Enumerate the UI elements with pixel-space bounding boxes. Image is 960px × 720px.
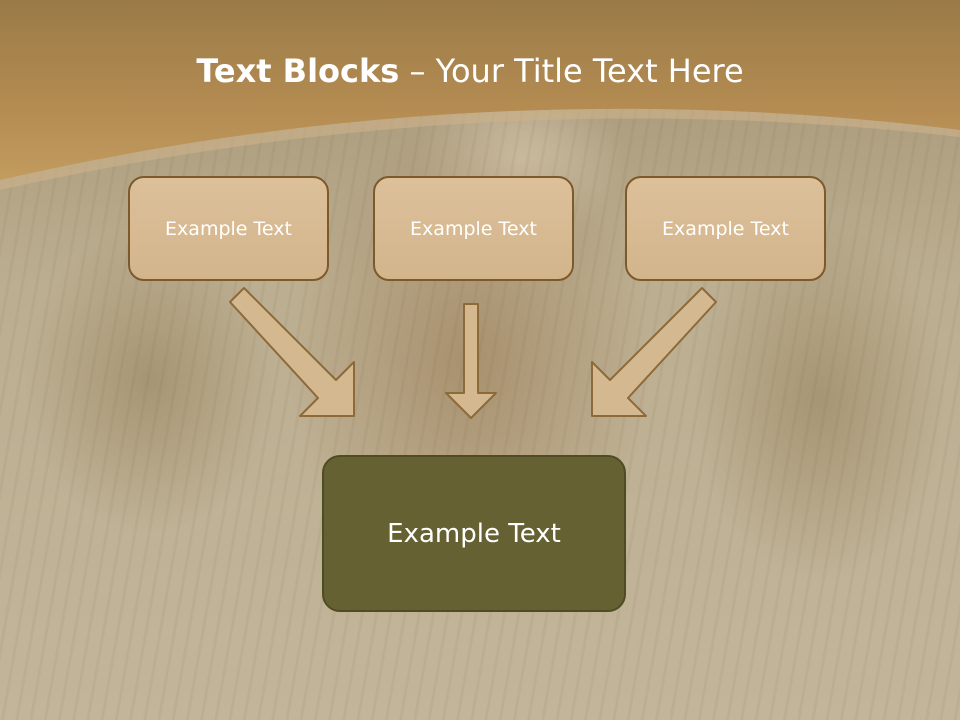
text-block-3-label: Example Text [662,217,789,240]
title-separator: – [399,52,436,90]
text-block-2-label: Example Text [410,217,537,240]
header-band [0,0,960,190]
result-block-label: Example Text [387,518,561,549]
text-block-1[interactable]: Example Text [128,176,329,281]
arrow-down-left-icon [591,287,717,417]
text-block-1-label: Example Text [165,217,292,240]
title-bold: Text Blocks [196,52,400,90]
text-block-2[interactable]: Example Text [373,176,574,281]
title-rest: Your Title Text Here [435,52,744,90]
text-block-3[interactable]: Example Text [625,176,826,281]
arrow-down-icon [445,303,497,419]
slide-title: Text Blocks – Your Title Text Here [0,52,940,90]
arrow-down-right-icon [229,287,355,417]
result-block[interactable]: Example Text [322,455,626,612]
